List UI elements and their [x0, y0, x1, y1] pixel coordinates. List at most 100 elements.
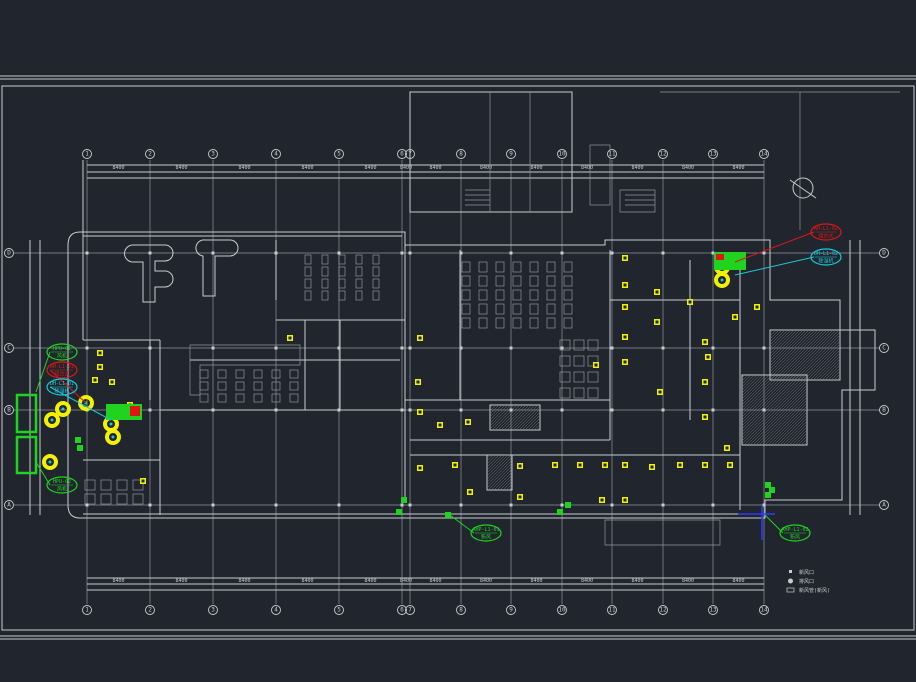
hatch-line	[800, 340, 841, 381]
hatch-line	[486, 459, 513, 486]
structural-column	[711, 503, 715, 507]
axis-label-14: 14	[760, 151, 768, 158]
hatched-area	[489, 404, 541, 431]
axis-label-10: 10	[558, 607, 566, 614]
tag-id: DH-L1-01	[50, 381, 74, 387]
axis-label-8: 8	[459, 607, 463, 614]
axis-label-10: 10	[558, 151, 566, 158]
hatch-line	[769, 329, 774, 334]
diffuser-core	[603, 463, 607, 467]
desk	[478, 303, 488, 315]
diffuser-core	[438, 423, 442, 427]
desk	[546, 289, 556, 301]
hatch-line	[800, 438, 808, 446]
hatch-line	[769, 329, 777, 337]
hatch-line	[785, 423, 808, 446]
axis-bubble	[405, 605, 415, 615]
desk	[321, 254, 329, 265]
dimension-text: 8400	[429, 165, 441, 171]
track	[195, 239, 239, 297]
tag-ellipse	[46, 361, 78, 379]
desk	[461, 317, 471, 329]
unit-icon	[401, 497, 407, 503]
hatch-line	[491, 404, 518, 431]
diffuser-core	[594, 363, 598, 367]
axis-label-12: 12	[659, 151, 667, 158]
desk	[321, 290, 329, 301]
diffuser-core	[703, 415, 707, 419]
diffuser-core	[623, 256, 627, 260]
hatch-line	[782, 420, 808, 446]
diffuser-core	[553, 463, 557, 467]
structural-column	[762, 251, 766, 255]
diffuser-core	[453, 463, 457, 467]
tag-id: AHP-L1-01	[472, 527, 499, 533]
diffuser-core	[578, 463, 582, 467]
axis-bubble	[4, 343, 14, 353]
axis-bubble	[759, 149, 769, 159]
axis-bubble	[82, 605, 92, 615]
structural-column	[211, 408, 215, 412]
desk	[546, 317, 556, 329]
desk	[132, 493, 144, 505]
diffuser-core	[418, 466, 422, 470]
tag-sub: 除湿机	[54, 388, 69, 395]
diffuser-core	[655, 320, 659, 324]
dimension-text: 8400	[732, 165, 744, 171]
axis-label-13: 13	[709, 607, 717, 614]
structural-column	[408, 503, 412, 507]
tag-sub: 风机	[57, 353, 67, 360]
desk	[253, 381, 263, 391]
structural-column	[509, 408, 513, 412]
structural-column	[148, 408, 152, 412]
hatch-line	[741, 374, 755, 388]
hatch-line	[521, 411, 541, 431]
axis-bubble	[334, 149, 344, 159]
hatch-line	[500, 404, 527, 431]
diffuser-core	[418, 336, 422, 340]
legend-label: 新风口	[799, 569, 814, 576]
axis-bubble	[4, 405, 14, 415]
desk	[116, 493, 128, 505]
hatch-line	[788, 329, 840, 381]
hatch-line	[486, 462, 513, 489]
hatch-line	[809, 349, 841, 381]
hatch-line	[486, 454, 512, 480]
structural-column	[274, 408, 278, 412]
fan-core	[109, 422, 113, 426]
axis-label-C: C	[7, 345, 11, 352]
axis-bubble	[208, 605, 218, 615]
hatch-line	[512, 404, 539, 431]
axis-bubble	[708, 605, 718, 615]
tag-ellipse	[46, 476, 78, 494]
hatch-line	[779, 329, 831, 381]
desk	[116, 479, 128, 491]
structural-column	[85, 251, 89, 255]
unit-icon	[77, 445, 83, 451]
diffuser-core	[418, 410, 422, 414]
diffuser-core	[93, 378, 97, 382]
axis-bubble	[607, 605, 617, 615]
hatch-line	[489, 404, 503, 418]
north-arrow-icon	[792, 177, 814, 199]
structural-column	[711, 251, 715, 255]
desk	[355, 278, 363, 289]
legend-label: 新风管(新风)	[799, 587, 830, 594]
hatch-line	[506, 404, 533, 431]
structural-column	[337, 346, 341, 350]
tag-sub: 除湿机	[818, 258, 833, 265]
hatch-line	[769, 329, 810, 370]
sheet-frame	[0, 75, 916, 640]
desk	[304, 278, 312, 289]
desk	[559, 387, 571, 399]
desk	[338, 266, 346, 277]
structural-column	[610, 408, 614, 412]
hatch-line	[743, 381, 808, 446]
desk	[338, 278, 346, 289]
leader-line	[734, 231, 815, 263]
axis-label-C: C	[882, 345, 886, 352]
